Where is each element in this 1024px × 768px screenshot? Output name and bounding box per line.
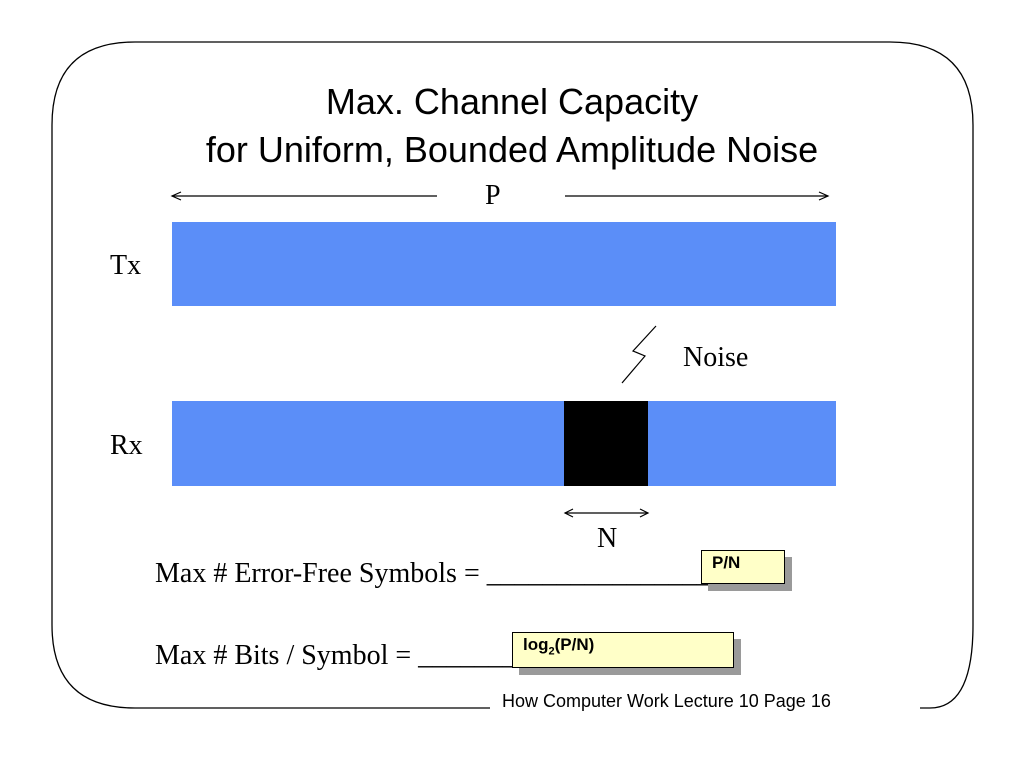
tx-label: Tx [110, 250, 142, 281]
n-label: N [597, 523, 618, 554]
slide-footer: How Computer Work Lecture 10 Page 16 [498, 690, 835, 712]
log-text: log [523, 635, 549, 654]
rx-label: Rx [110, 430, 143, 461]
p-width-arrow [170, 191, 830, 201]
slide-title-line-2: for Uniform, Bounded Amplitude Noise [205, 129, 819, 170]
rounded-border [51, 41, 974, 709]
noise-lightning-icon [621, 325, 657, 384]
p-label: P [485, 180, 501, 211]
tx-bar [172, 222, 836, 306]
slide-title-line-1: Max. Channel Capacity [325, 81, 699, 122]
log-base: 2 [548, 645, 555, 658]
error-free-symbols-answer: P/N [701, 550, 785, 584]
noise-block [564, 401, 648, 486]
noise-label: Noise [683, 342, 749, 373]
n-width-arrow [563, 508, 650, 518]
log-argument: (P/N) [554, 635, 595, 654]
error-free-symbols-equation: Max # Error-Free Symbols = _____________… [155, 558, 739, 589]
rx-bar [172, 401, 836, 486]
bits-per-symbol-answer: log2(P/N) [512, 632, 734, 668]
